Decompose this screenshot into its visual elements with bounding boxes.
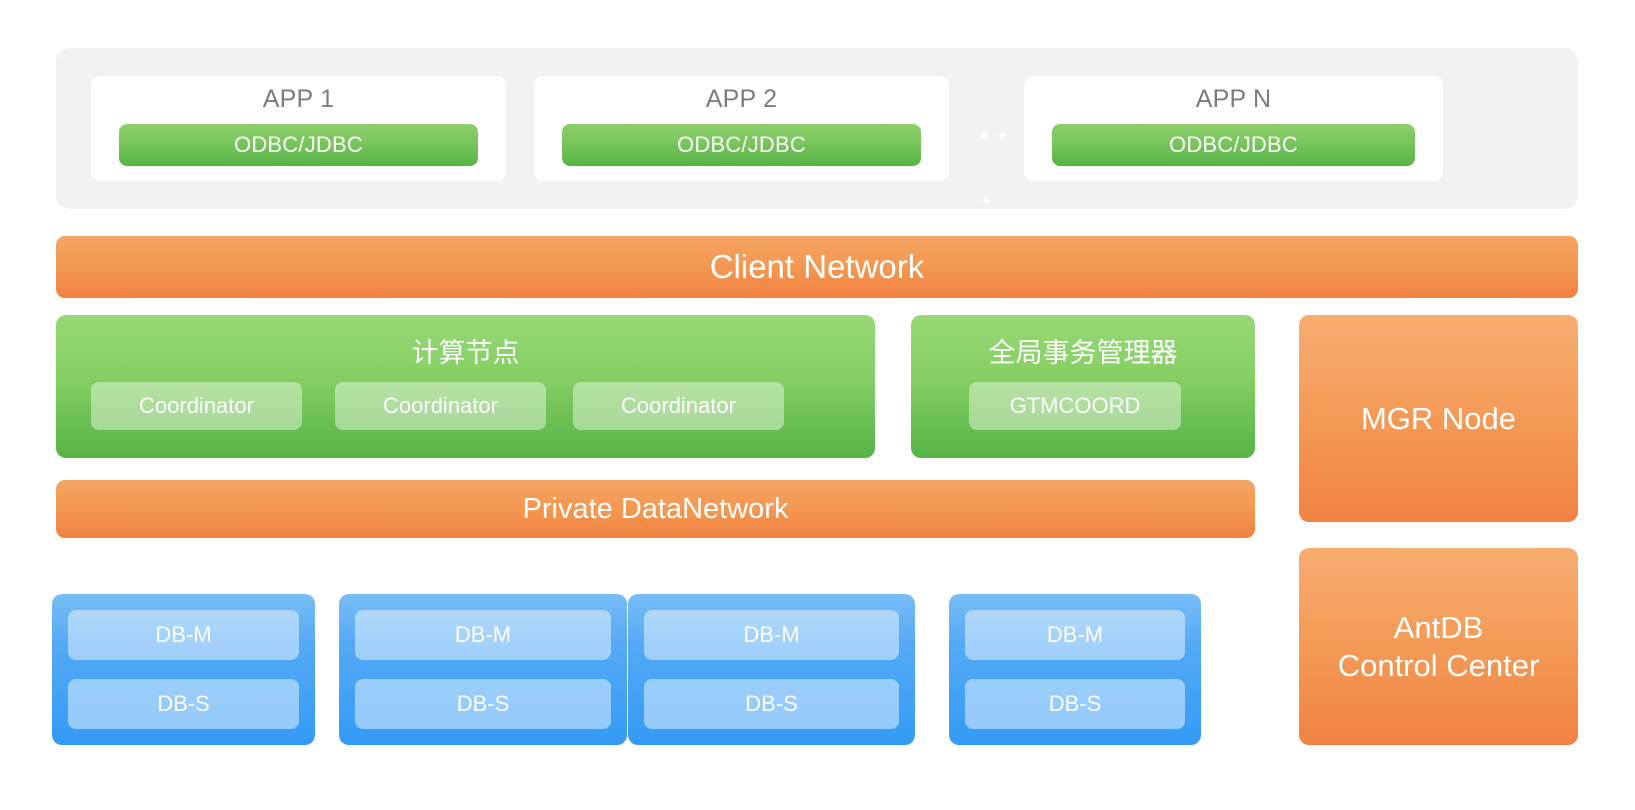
db-cluster-2: DB-M DB-S: [339, 594, 627, 745]
odbc-jdbc-button[interactable]: ODBC/JDBC: [1052, 124, 1415, 166]
coordinator-chip-1[interactable]: Coordinator: [91, 382, 302, 430]
antdb-control-center-label: AntDB Control Center: [1338, 609, 1540, 685]
gtm-title: 全局事务管理器: [988, 338, 1178, 368]
ellipsis-dot-icon: [983, 197, 990, 204]
db-slave-node[interactable]: DB-S: [68, 679, 299, 729]
antdb-control-center-panel[interactable]: AntDB Control Center: [1299, 548, 1578, 745]
antdb-control-center-line-1: AntDB: [1393, 609, 1484, 645]
mgr-node-panel[interactable]: MGR Node: [1299, 315, 1578, 522]
odbc-jdbc-button[interactable]: ODBC/JDBC: [562, 124, 921, 166]
app-card-1[interactable]: APP 1 ODBC/JDBC: [91, 76, 506, 181]
db-cluster-1: DB-M DB-S: [52, 594, 315, 745]
app-card-2[interactable]: APP 2 ODBC/JDBC: [534, 76, 949, 181]
app-title: APP 2: [705, 85, 778, 113]
global-transaction-manager-panel: 全局事务管理器 GTMCOORD: [911, 315, 1255, 458]
db-slave-node[interactable]: DB-S: [965, 679, 1185, 729]
client-network-bar: Client Network: [56, 236, 1578, 298]
ellipsis-dot-icon: [981, 132, 988, 139]
compute-node-panel: 计算节点 Coordinator Coordinator Coordinator: [56, 315, 875, 458]
coordinator-chip-3[interactable]: Coordinator: [573, 382, 784, 430]
db-slave-node[interactable]: DB-S: [355, 679, 611, 729]
private-datanetwork-bar: Private DataNetwork: [56, 480, 1255, 538]
odbc-jdbc-button[interactable]: ODBC/JDBC: [119, 124, 478, 166]
db-slave-node[interactable]: DB-S: [644, 679, 899, 729]
db-master-node[interactable]: DB-M: [965, 610, 1185, 660]
db-master-node[interactable]: DB-M: [644, 610, 899, 660]
coordinator-chip-2[interactable]: Coordinator: [335, 382, 546, 430]
gtmcoord-chip[interactable]: GTMCOORD: [969, 382, 1181, 430]
ellipsis-dot-icon: [999, 132, 1006, 139]
db-cluster-3: DB-M DB-S: [628, 594, 915, 745]
compute-node-title: 计算节点: [411, 338, 520, 368]
app-title: APP N: [1195, 85, 1272, 113]
db-master-node[interactable]: DB-M: [68, 610, 299, 660]
antdb-control-center-line-2: Control Center: [1337, 647, 1540, 683]
app-title: APP 1: [262, 85, 335, 113]
app-card-n[interactable]: APP N ODBC/JDBC: [1024, 76, 1443, 181]
application-tier-container: APP 1 ODBC/JDBC APP 2 ODBC/JDBC APP N OD…: [56, 48, 1578, 209]
db-cluster-4: DB-M DB-S: [949, 594, 1201, 745]
db-master-node[interactable]: DB-M: [355, 610, 611, 660]
